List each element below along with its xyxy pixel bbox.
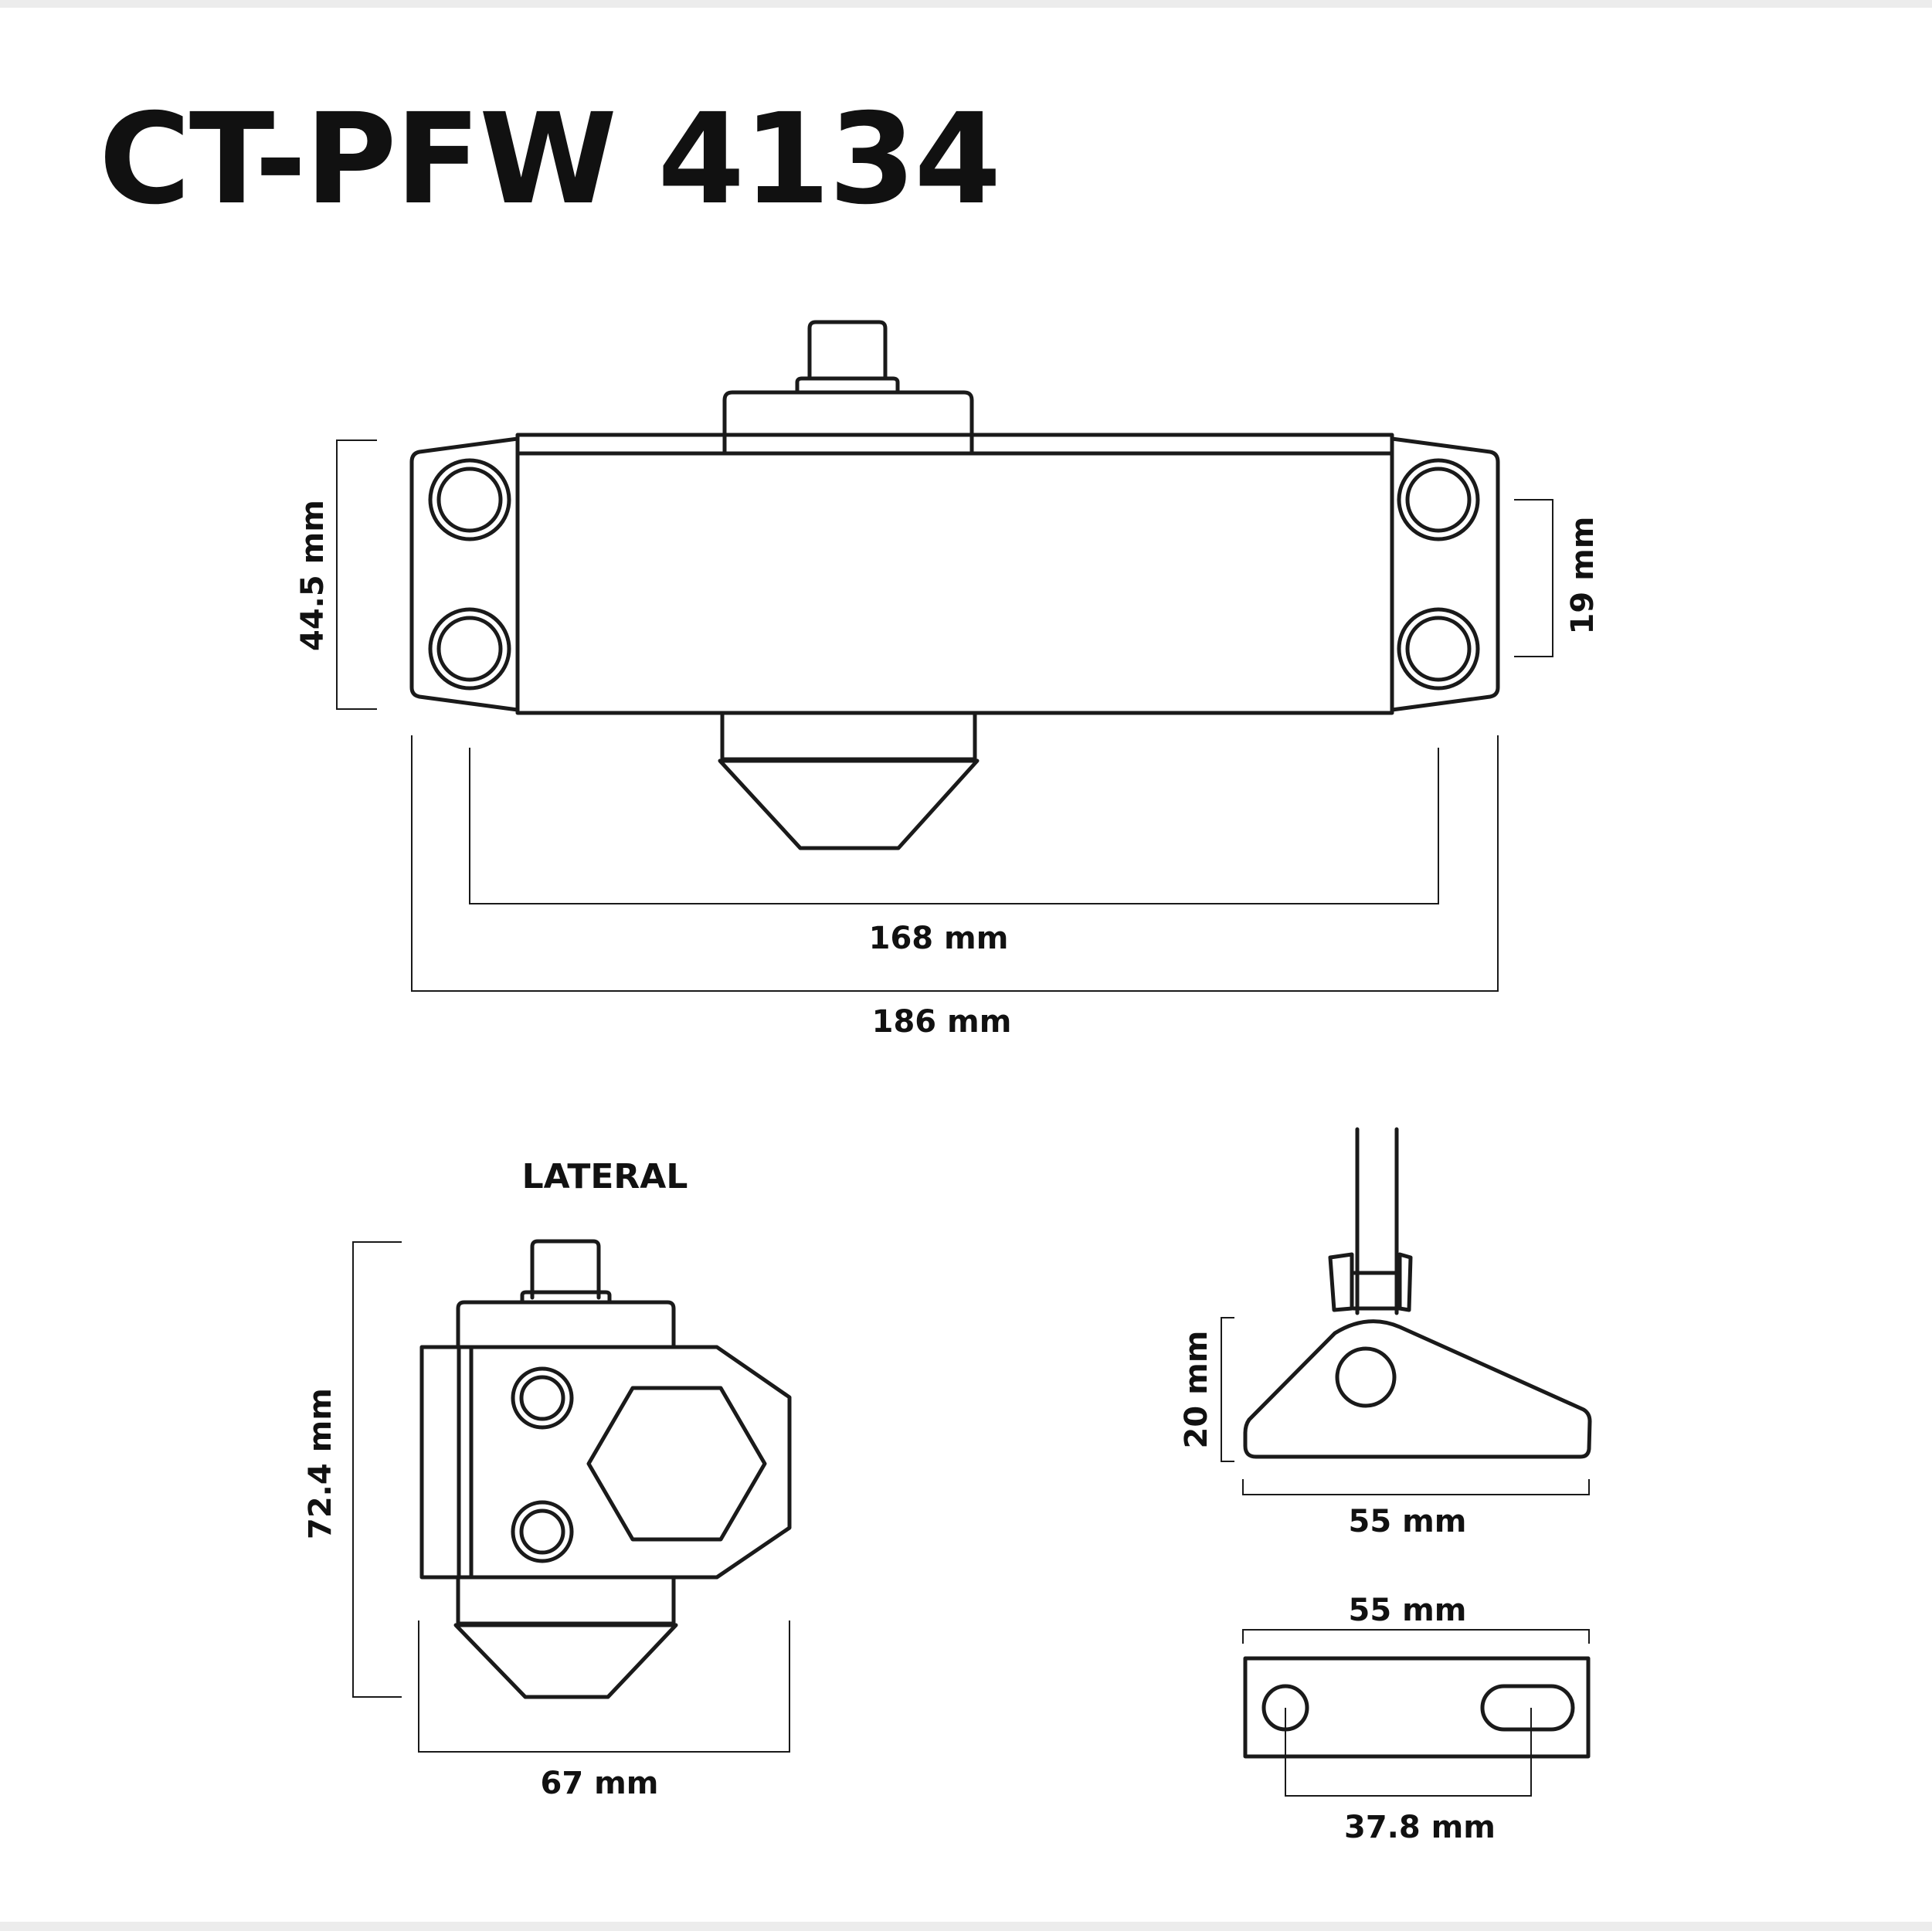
dim-label-plate-hole-spacing: 37.8 mm — [1344, 1810, 1496, 1845]
spindle-collar — [795, 376, 900, 395]
plate-view: 55 mm 37.8 mm — [1242, 1593, 1591, 1845]
main-body — [515, 451, 1394, 715]
lateral-mounting-hole — [511, 1500, 574, 1563]
dim-line-lateral-width — [418, 1620, 790, 1753]
arm-rod — [1355, 1127, 1399, 1315]
lateral-valve-cone — [453, 1623, 678, 1699]
lateral-body — [419, 1345, 792, 1580]
dim-label-lateral-width: 67 mm — [541, 1766, 659, 1801]
dim-label-height: 44.5 mm — [295, 500, 331, 651]
top-border-band — [0, 0, 1932, 8]
hex-nut — [586, 1386, 767, 1542]
dim-label-overall-length: 186 mm — [872, 1004, 1012, 1040]
mounting-hole — [428, 458, 511, 541]
left-end-cap — [409, 436, 520, 712]
lateral-spindle — [530, 1239, 601, 1300]
mounting-plate — [1243, 1656, 1591, 1759]
dim-line-overall-length — [411, 735, 1499, 992]
right-end-cap — [1390, 436, 1500, 712]
dim-line-height — [336, 439, 377, 710]
dim-line-inner-length — [469, 748, 1439, 904]
body-top-strip — [515, 433, 1394, 456]
lateral-view-label: LATERAL — [522, 1157, 688, 1196]
dim-line-lateral-height — [352, 1241, 402, 1698]
lateral-valve-neck — [456, 1575, 676, 1626]
mounting-hole — [1397, 607, 1480, 691]
dim-label-inner-length: 168 mm — [869, 921, 1009, 956]
dim-line-plate-width — [1242, 1629, 1590, 1644]
plate-slot-hole — [1480, 1684, 1575, 1732]
dim-label-lateral-height: 72.4 mm — [303, 1388, 338, 1539]
lateral-view: LATERAL 72.4 mm 67 mm — [303, 1157, 792, 1801]
top-view: 44.5 mm 19 mm 168 mm 186 mm — [295, 320, 1601, 1040]
dim-line-plate-hole-spacing — [1285, 1708, 1532, 1797]
top-housing-cap — [722, 390, 974, 454]
mounting-hole — [428, 607, 511, 691]
dim-label-hole-spacing: 19 mm — [1565, 517, 1601, 635]
bracket-view: 20 mm 55 mm — [1179, 1127, 1592, 1539]
dim-label-plate-width: 55 mm — [1349, 1593, 1467, 1628]
lateral-spindle-collar — [520, 1290, 612, 1305]
dim-label-bracket-height: 20 mm — [1179, 1331, 1214, 1449]
lateral-housing-top — [456, 1300, 676, 1349]
lateral-mounting-hole — [511, 1366, 574, 1430]
arm-clamp — [1328, 1252, 1413, 1312]
valve-cone — [718, 758, 980, 850]
mounting-hole — [1397, 458, 1480, 541]
dim-line-bracket-width — [1242, 1479, 1590, 1495]
dim-label-bracket-width: 55 mm — [1349, 1504, 1467, 1539]
valve-neck — [720, 711, 977, 762]
product-title: CT-PFW 4134 — [99, 87, 1000, 232]
bracket-pivot-hole — [1335, 1346, 1397, 1408]
spindle-top — [807, 320, 888, 379]
dim-line-bracket-height — [1221, 1317, 1234, 1462]
bracket-shoe — [1243, 1319, 1592, 1459]
dim-line-hole-spacing — [1514, 499, 1553, 657]
bottom-border-band — [0, 1922, 1932, 1931]
